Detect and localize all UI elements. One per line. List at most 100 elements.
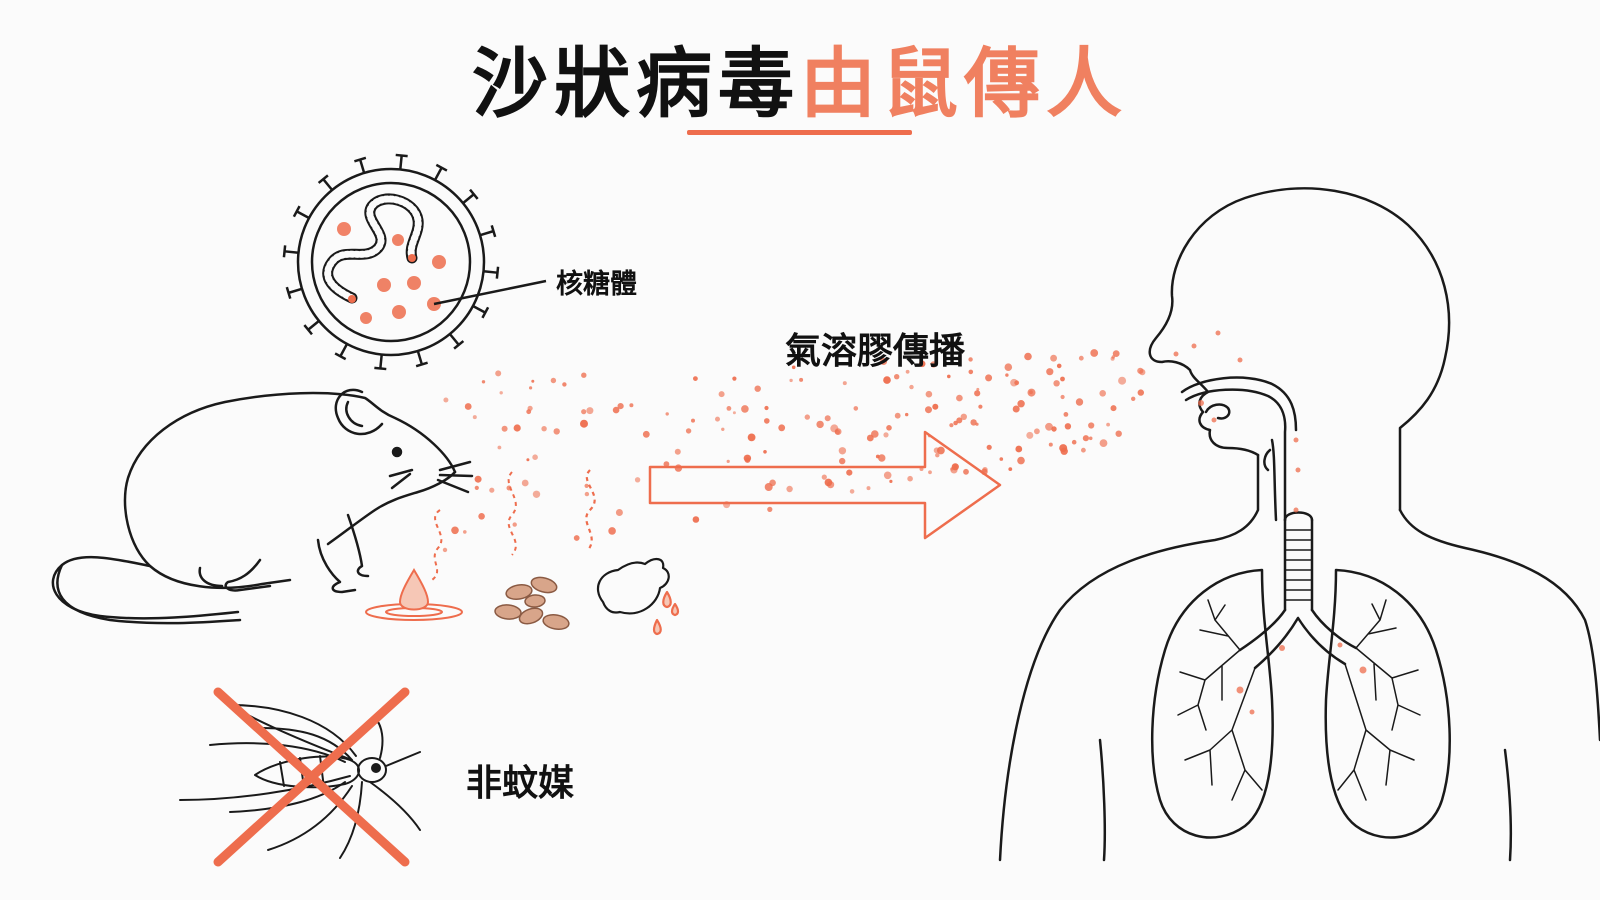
aerosol-particle [894,412,901,419]
aerosol-particle [764,405,769,411]
aerosol-particle [581,372,587,378]
virus-spike [483,270,498,274]
ribosome-dots [337,222,446,324]
aerosol-particle [1005,373,1009,377]
aerosol-particle [501,425,508,432]
aerosol-particle [1118,376,1127,385]
virus-spike-cap [495,266,500,279]
virus-spike [379,354,383,369]
virus-spike [322,178,334,191]
aerosol-particle [1106,422,1110,427]
virus-spike [462,193,475,205]
aerosol-particle [1099,439,1108,447]
aerosol-particle [1060,376,1065,382]
aerosol-particle [889,479,893,483]
title-underline [687,130,912,135]
aerosol-particle [1063,412,1069,417]
aerosol-particle [1090,349,1099,357]
aerosol-particle [443,397,449,403]
aerosol-particle [909,384,914,390]
virus-spike [433,167,443,181]
virus-spike-cap [481,306,490,319]
aerosol-particle [489,487,495,493]
virus-spike-cap [490,225,497,238]
virus-spike-cap [415,361,428,368]
aerosol-particle [1081,447,1086,453]
aerosol-particle [478,513,485,520]
aerosol-particle [1064,423,1072,430]
aerosol-particles [442,349,1146,553]
cross-mark-icon [213,687,410,867]
virus-spike-cap [303,324,313,336]
aerosol-particle [442,547,448,553]
title-part-black: 沙狀病毒 [472,39,800,128]
aerosol-particle [550,377,557,384]
aerosol-particle [586,407,594,415]
aerosol-particle [1112,350,1120,357]
droppings-icon [494,471,570,631]
aerosol-particle [1056,363,1062,369]
virus-spike-cap [374,366,387,371]
aerosol-particle [830,424,839,433]
aerosol-particle [715,416,720,422]
virus-spike [307,319,320,331]
aerosol-particle [925,406,932,414]
aerosol-particle [821,474,827,480]
aerosol-particle [883,432,889,438]
aerosol-particle [918,360,926,368]
page-title: 沙狀病毒由鼠傳人 [0,22,1600,132]
aerosol-particle [975,422,979,426]
virus-spike-cap [354,156,367,163]
aerosol-particle [499,391,503,395]
aerosol-particle [463,530,467,534]
aerosol-particle [839,457,846,465]
aerosol-particle [1027,388,1036,397]
aerosol-particle [907,475,913,482]
aerosol-particle [853,406,859,411]
aerosol-particle [472,415,477,420]
aerosol-particle [1082,435,1089,442]
aerosol-particle [947,374,951,379]
virus-spike [448,333,460,346]
virus-spike-cap [292,205,301,218]
aerosol-particle [986,444,992,450]
aerosol-particle [799,377,804,382]
aerosol-particle [615,509,623,516]
aerosol-particle [506,485,512,491]
aerosol-particle [474,475,482,483]
aerosol-particle [789,378,793,383]
aerosol-particle [932,403,939,410]
aerosol-particle [849,489,855,494]
aerosol-particle [960,413,967,420]
aerosol-particle [718,391,725,398]
virus-spike-cap [469,188,479,200]
aerosol-particle [767,506,773,512]
virus-spike [416,350,424,365]
aerosol-particle [741,405,749,413]
aerosol-particle [747,433,756,442]
virus-spike [284,250,299,254]
aerosol-particle [905,369,910,374]
virus-spike [288,287,303,295]
virus-spike-cap [395,153,408,158]
rat-icon [51,388,474,625]
virus-spike [399,155,403,170]
virus-spike-cap [317,174,329,184]
aerosol-particle [935,453,940,458]
aerosol-particle [1075,398,1084,406]
aerosol-particle [949,423,954,428]
aerosol-particle [842,381,847,386]
aerosol-particle [526,458,530,462]
aerosol-particle [612,406,620,414]
aerosol-particle [532,490,541,498]
aerosol-particle [764,418,770,424]
ribosome-label: 核糖體 [556,269,637,300]
aerosol-particle [883,471,892,480]
aerosol-particle [838,447,847,455]
aerosol-particle [1015,445,1023,453]
aerosol-particle [928,470,932,475]
aerosol-particle [1115,430,1122,437]
aerosol-particle [846,469,853,476]
aerosol-particle [1012,405,1020,413]
